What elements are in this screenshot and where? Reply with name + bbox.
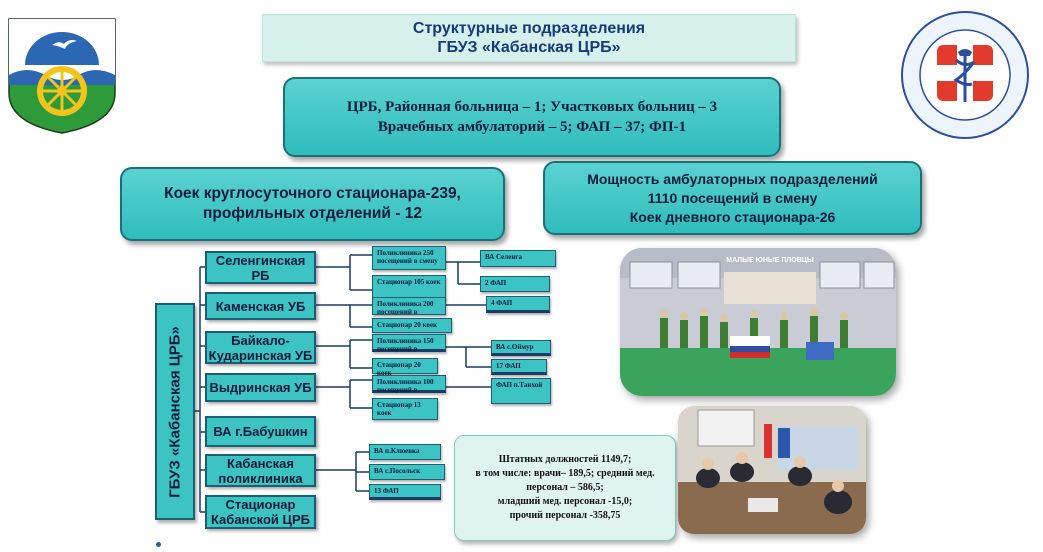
sub-box: ВА с.Посольск xyxy=(369,464,445,480)
summary-line-2: Врачебных амбулаторий – 5; ФАП – 37; ФП-… xyxy=(377,119,687,135)
staff-line-5: прочий персонал -358,75 xyxy=(509,510,621,521)
sub-box: 4 ФАП xyxy=(486,296,550,313)
unit-label-line-1: ВА г.Бабушкин xyxy=(213,424,308,439)
beds-line-2: профильных отделений - 12 xyxy=(203,205,422,222)
sub-box: Стационар 20 коек xyxy=(372,358,438,377)
beds-box: Коек круглосуточного стационара-239, про… xyxy=(120,167,505,241)
unit-label-line-1: Каменская УБ xyxy=(215,298,306,314)
sub-box: Поликлиника 250 посещений в смену xyxy=(372,246,446,270)
unit-label-line-1: Стационар xyxy=(225,497,296,512)
bullet-dot xyxy=(156,542,161,547)
sub-box: Стационар 20 коек xyxy=(372,318,452,333)
beds-line-1: Коек круглосуточного стационара-239, xyxy=(164,185,461,202)
unit-kabanskaya-poliklinika: Кабанская поликлиника xyxy=(205,454,316,487)
sub-box: Поликлиника 100 посещений в xyxy=(372,375,446,394)
sub-box: ВА с.Оймур xyxy=(491,340,551,356)
capacity-line-1: Мощность амбулаторных подразделений xyxy=(587,170,878,187)
sub-box: ВА п.Клюевка xyxy=(369,444,441,460)
summary-box: ЦРБ, Районная больница – 1; Участковых б… xyxy=(283,77,781,157)
unit-va-babushkin: ВА г.Бабушкин xyxy=(205,416,316,447)
unit-label-line-2: Кударинская УБ xyxy=(208,347,313,363)
root-org-text: ГБУЗ «Кабанская ЦРБ» xyxy=(166,325,184,498)
sub-box: Стационар 105 коек xyxy=(372,275,446,299)
staff-line-1: Штатных должностей 1149,7; xyxy=(498,454,632,465)
page-title: Структурные подразделения ГБУЗ «Кабанска… xyxy=(262,14,796,62)
sub-box: ФАП п.Танхой xyxy=(491,378,551,404)
hospital-emblem-icon xyxy=(900,10,1030,140)
staff-line-3: персонал – 586,5; xyxy=(526,482,604,493)
unit-baikalo-kudarinskaya: Байкало- Кударинская УБ xyxy=(205,331,316,364)
coat-of-arms-icon xyxy=(7,17,117,135)
meeting-photo xyxy=(678,406,866,534)
staff-box: Штатных должностей 1149,7; в том числе: … xyxy=(454,435,676,541)
unit-vydrinskaya: Выдринская УБ xyxy=(205,373,316,402)
unit-label-line-2: РБ xyxy=(251,267,270,283)
unit-selenginskaya: Селенгинская РБ xyxy=(205,251,316,284)
staff-line-2: в том числе: врачи– 189,5; средний мед. xyxy=(475,468,655,479)
sub-box: ВА Селенга xyxy=(480,250,556,267)
unit-kamenskaya: Каменская УБ xyxy=(205,292,316,320)
sub-box: 17 ФАП xyxy=(491,359,547,375)
title-line-1: Структурные подразделения xyxy=(412,20,646,37)
capacity-box: Мощность амбулаторных подразделений 1110… xyxy=(543,161,922,235)
root-org-label: ГБУЗ «Кабанская ЦРБ» xyxy=(155,303,195,520)
staff-line-4: младший мед. персонал -15,0; xyxy=(497,496,633,507)
capacity-line-2: 1110 посещений в смену xyxy=(647,189,818,206)
unit-label-line-1: Кабанская xyxy=(227,455,294,471)
sub-box: Поликлиника 150 посещений в xyxy=(372,334,446,353)
unit-label-line-1: Выдринская УБ xyxy=(209,380,312,395)
capacity-line-3: Коек дневного стационара-26 xyxy=(629,208,836,225)
unit-label-line-2: Кабанской ЦРБ xyxy=(210,512,311,527)
gym-photo: МАЛЫЕ ЮНЫЕ ПЛОВЦЫ xyxy=(620,248,896,396)
sub-box: Стационар 13 коек xyxy=(372,398,438,420)
sub-box: 2 ФАП xyxy=(480,276,550,292)
unit-label-line-2: поликлиника xyxy=(218,470,303,486)
unit-label-line-1: Селенгинская xyxy=(215,252,306,268)
sub-box: Поликлиника 200 посещений в xyxy=(372,297,446,316)
unit-stacionar-kabanskoy-crb: Стационар Кабанской ЦРБ xyxy=(205,495,316,529)
title-line-2: ГБУЗ «Кабанская ЦРБ» xyxy=(437,39,621,56)
unit-label-line-1: Байкало- xyxy=(231,332,290,348)
sub-box: 13 ФАП xyxy=(369,484,441,500)
summary-line-1: ЦРБ, Районная больница – 1; Участковых б… xyxy=(346,99,718,115)
photo-banner: МАЛЫЕ ЮНЫЕ ПЛОВЦЫ xyxy=(726,257,814,264)
